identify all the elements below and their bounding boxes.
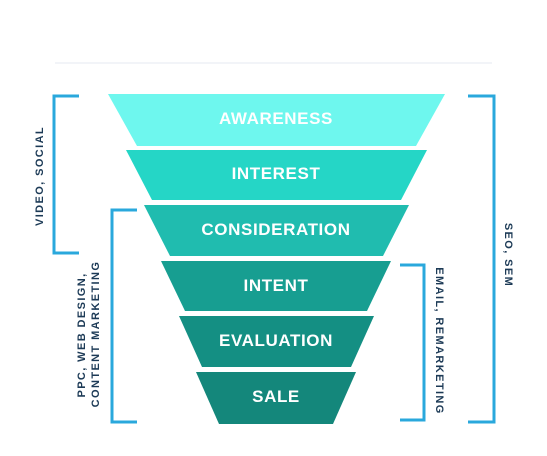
funnel-stage-sale	[196, 372, 356, 424]
label-video-social: VIDEO, SOCIAL	[34, 126, 46, 226]
stage-label-awareness: AWARENESS	[219, 109, 333, 128]
bracket-seo-sem	[468, 94, 496, 424]
funnel-stage-awareness	[108, 94, 445, 146]
bracket-email-remarketing	[400, 263, 426, 422]
bracket-video-social	[52, 94, 79, 255]
label-seo-sem: SEO, SEM	[502, 223, 514, 287]
label-ppc-line1: PPC, WEB DESIGN,	[76, 272, 88, 397]
label-ppc-line2: CONTENT MARKETING	[90, 261, 102, 408]
bracket-ppc-content	[110, 208, 137, 424]
stage-label-intent: INTENT	[244, 276, 309, 295]
funnel-stage-consideration	[144, 205, 409, 256]
stage-label-consideration: CONSIDERATION	[201, 220, 350, 239]
right-brackets: EMAIL, REMARKETING SEO, SEM	[400, 94, 514, 424]
stage-label-sale: SALE	[252, 387, 300, 406]
label-email-remarketing: EMAIL, REMARKETING	[433, 267, 445, 414]
stage-label-evaluation: EVALUATION	[219, 331, 333, 350]
left-brackets: VIDEO, SOCIAL PPC, WEB DESIGN, CONTENT M…	[34, 94, 137, 424]
funnel-stages: AWARENESS INTEREST CONSIDERATION INTENT …	[108, 94, 445, 424]
stage-label-interest: INTEREST	[232, 164, 321, 183]
funnel-stage-evaluation	[179, 316, 374, 367]
funnel-stage-intent	[161, 261, 391, 311]
funnel-stage-interest	[126, 150, 427, 200]
